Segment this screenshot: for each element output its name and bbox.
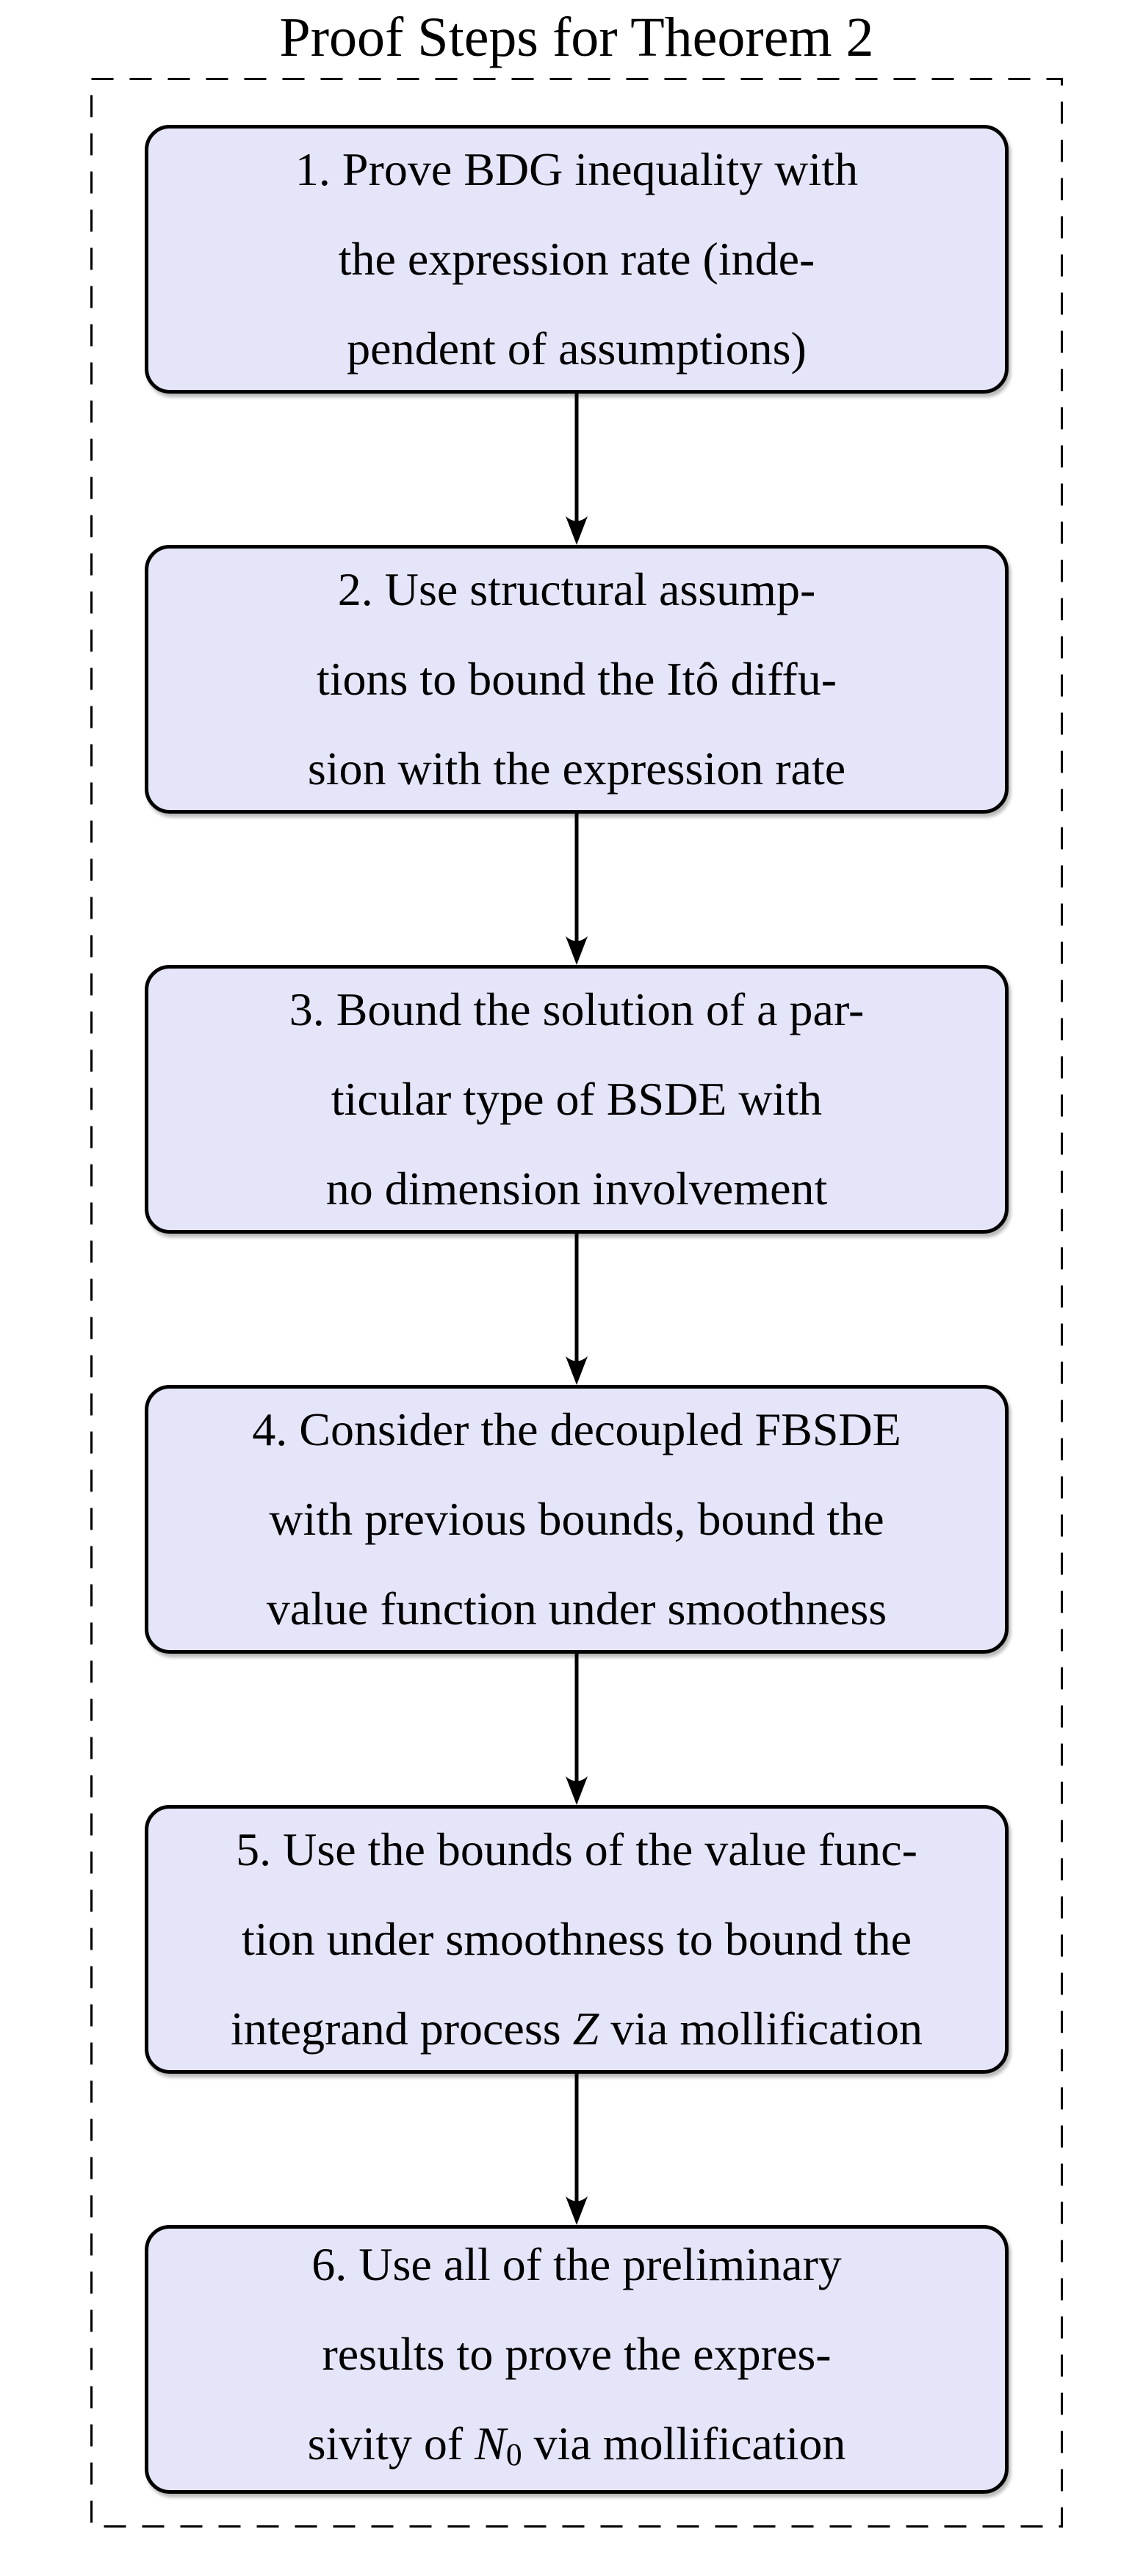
step-line: 6. Use all of the preliminary — [311, 2220, 842, 2309]
step-line: sivity of N0 via mollification — [308, 2399, 846, 2500]
step-line: with previous bounds, bound the — [269, 1475, 884, 1564]
text-segment: with previous bounds, bound the — [269, 1493, 884, 1545]
step-line: ticular type of BSDE with — [331, 1054, 822, 1144]
step-box-3: 3. Bound the solution of a par-ticular t… — [145, 965, 1009, 1234]
step-box-1: 1. Prove BDG inequality with the expressi… — [145, 125, 1009, 394]
step-line: tion under smoothness to bound the — [242, 1895, 912, 1984]
step-line: pendent of assumptions) — [347, 304, 807, 394]
down-arrow-icon — [560, 814, 593, 965]
arrow-head — [566, 1356, 588, 1385]
arrow-head — [566, 516, 588, 545]
text-segment: no dimension involvement — [325, 1162, 828, 1215]
dashed-border — [90, 78, 1063, 2528]
text-segment: 4. Consider the decoupled FBSDE — [252, 1403, 901, 1455]
step-line: 2. Use structural assump- — [338, 545, 816, 634]
down-arrow-icon — [560, 394, 593, 545]
down-arrow-icon — [560, 1234, 593, 1385]
step-line: integrand process Z via mollification — [231, 1984, 923, 2074]
step-box-6: 6. Use all of the preliminary results to … — [145, 2225, 1009, 2494]
step-line: 4. Consider the decoupled FBSDE — [252, 1385, 901, 1475]
text-segment: pendent of assumptions) — [347, 322, 807, 375]
dashed-frame: 1. Prove BDG inequality with the expressi… — [90, 78, 1063, 2528]
step-line: value function under smoothness — [267, 1564, 887, 1654]
text-segment: 6. Use all of the preliminary — [311, 2237, 842, 2290]
text-segment: 3. Bound the solution of a par- — [289, 983, 865, 1035]
text-segment: ticular type of BSDE with — [331, 1073, 823, 1125]
arrow-head — [566, 936, 588, 965]
math-subscript: 0 — [505, 2436, 522, 2472]
step-box-5: 5. Use the bounds of the value func-tion… — [145, 1805, 1009, 2074]
arrow-head — [566, 2196, 588, 2225]
text-segment: integrand process — [231, 2002, 573, 2055]
text-segment: tion under smoothness to bound the — [242, 1913, 912, 1965]
arrow-head — [566, 1776, 588, 1805]
step-line: the expression rate (inde- — [339, 214, 815, 304]
step-line: 5. Use the bounds of the value func- — [236, 1805, 917, 1895]
text-segment: via mollification — [599, 2002, 923, 2055]
math-symbol: Z — [572, 2002, 599, 2055]
step-line: no dimension involvement — [326, 1144, 828, 1234]
text-segment: sivity of — [307, 2417, 475, 2470]
math-symbol: N — [475, 2417, 506, 2470]
down-arrow-icon — [560, 1654, 593, 1805]
step-box-2: 2. Use structural assump-tions to bound … — [145, 545, 1009, 814]
step-line: sion with the expression rate — [308, 724, 845, 814]
step-line: 1. Prove BDG inequality with — [295, 125, 858, 214]
step-line: tions to bound the Itô diffu- — [317, 634, 837, 724]
step-line: results to prove the expres- — [322, 2309, 831, 2399]
step-line: 3. Bound the solution of a par- — [289, 965, 865, 1054]
text-segment: 5. Use the bounds of the value func- — [236, 1823, 917, 1875]
text-segment: tions to bound the Itô diffu- — [316, 653, 837, 705]
text-segment: results to prove the expres- — [322, 2327, 832, 2380]
text-segment: the expression rate (inde- — [338, 233, 815, 285]
text-segment: 2. Use structural assump- — [337, 563, 816, 615]
figure-title: Proof Steps for Theorem 2 — [279, 7, 874, 68]
text-segment: via mollification — [522, 2417, 846, 2470]
down-arrow-icon — [560, 2074, 593, 2225]
flowchart: 1. Prove BDG inequality with the expressi… — [90, 78, 1063, 2528]
text-segment: value function under smoothness — [266, 1582, 887, 1635]
text-segment: sion with the expression rate — [307, 742, 846, 795]
step-box-4: 4. Consider the decoupled FBSDE with prev… — [145, 1385, 1009, 1654]
text-segment: 1. Prove BDG inequality with — [295, 143, 859, 195]
